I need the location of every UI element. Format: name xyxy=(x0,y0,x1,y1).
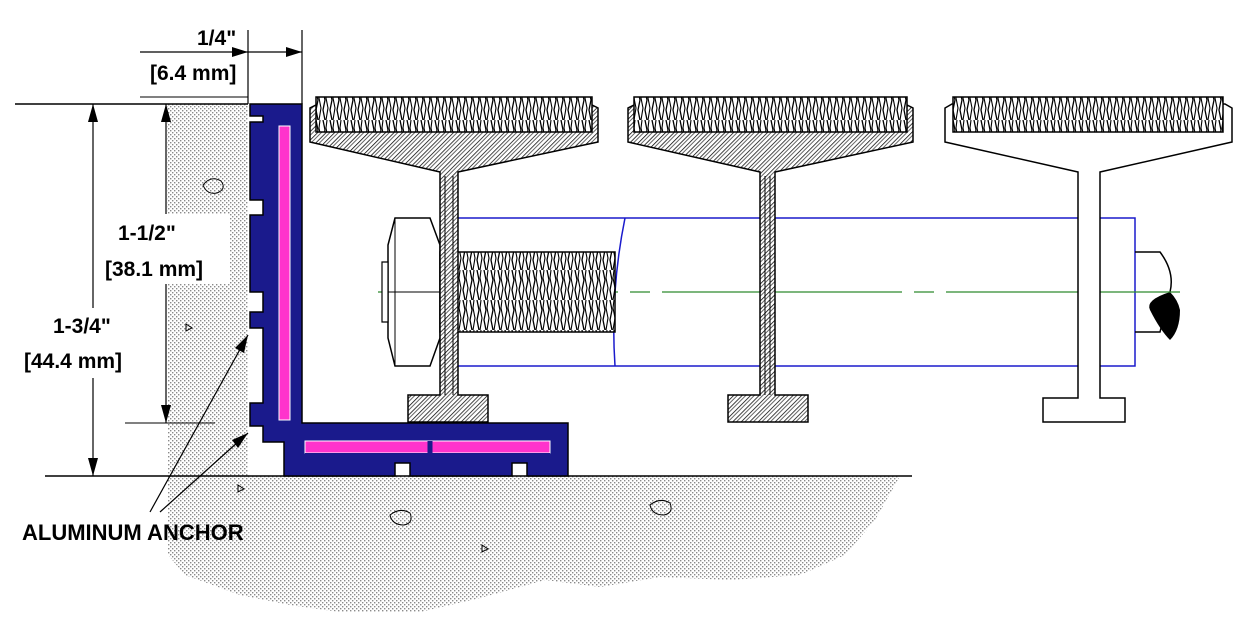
dimension-outer-height: 1-3/4" [44.4 mm] xyxy=(20,104,150,476)
brush-carrier-1 xyxy=(309,96,599,423)
break-symbol xyxy=(1149,292,1180,340)
insert-strip-vertical xyxy=(278,125,291,421)
dim-inner-imperial: 1-1/2" xyxy=(118,222,176,245)
dimension-inner-height: 1-1/2" [38.1 mm] xyxy=(100,104,230,423)
anchor-callout-leaders xyxy=(149,334,249,513)
dim-quarter-inch-metric: [6.4 mm] xyxy=(150,62,236,85)
dim-outer-imperial: 1-3/4" xyxy=(53,315,111,338)
threaded-bolt xyxy=(381,217,616,367)
dim-quarter-inch-imperial: 1/4" xyxy=(197,27,236,50)
aluminum-anchor-profile xyxy=(249,103,569,477)
concrete-substrate xyxy=(167,104,900,612)
brush-carrier-2 xyxy=(627,96,914,423)
dim-outer-metric: [44.4 mm] xyxy=(24,350,122,373)
aluminum-anchor-label: ALUMINUM ANCHOR xyxy=(22,520,244,545)
dim-inner-metric: [38.1 mm] xyxy=(105,258,203,281)
brush-carrier-3 xyxy=(944,96,1233,423)
dimension-depth-width: 1/4" [6.4 mm] xyxy=(140,27,303,104)
